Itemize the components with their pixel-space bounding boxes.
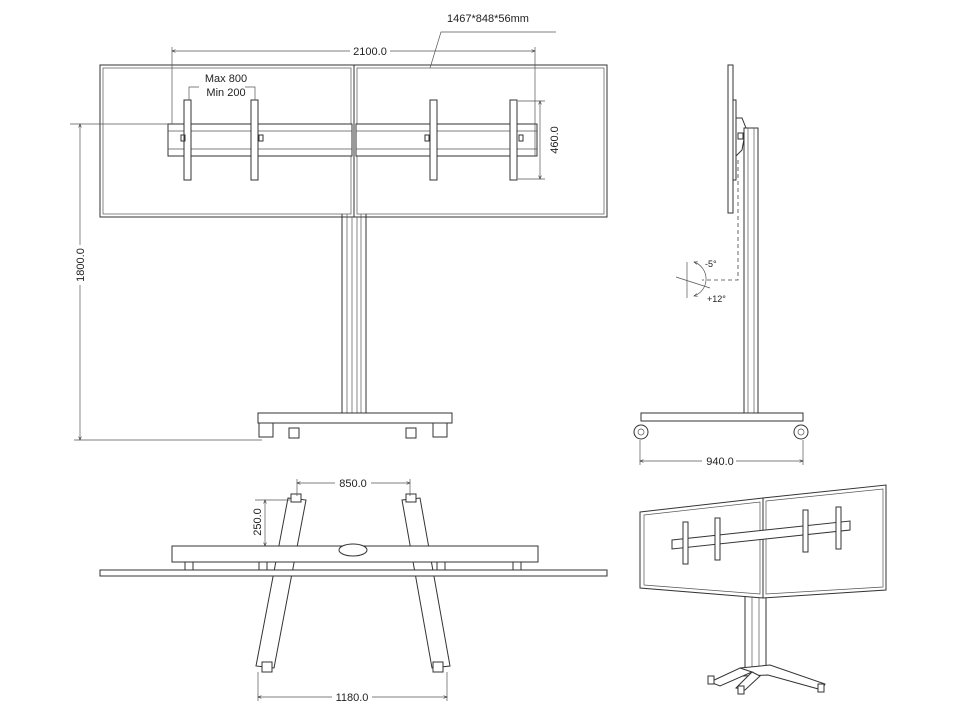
screen-top-edge xyxy=(99,569,608,577)
bracket-height-dimension: 460.0 xyxy=(549,126,561,154)
side-pole xyxy=(743,127,759,417)
iso-left-screen xyxy=(639,497,764,599)
isometric-view xyxy=(639,484,887,695)
side-view: -5° +12° 940.0 xyxy=(633,64,809,468)
screen-size-label: 1467*848*56mm xyxy=(447,13,529,25)
height-dimension: 1800.0 xyxy=(75,248,87,282)
vesa-min-label: Min 200 xyxy=(206,87,245,99)
leg-spacing-dimension: 850.0 xyxy=(339,478,367,490)
tilt-up-label: -5° xyxy=(705,259,717,269)
offset-dimension: 250.0 xyxy=(252,508,264,536)
pole-cap xyxy=(338,543,368,557)
top-view: 850.0 250.0 1180.0 xyxy=(99,476,608,704)
side-base xyxy=(640,412,804,422)
tilt-down-label: +12° xyxy=(707,294,726,304)
pole xyxy=(341,214,367,418)
iso-right-screen xyxy=(762,484,887,599)
vesa-brackets xyxy=(180,99,524,181)
depth-dimension: 940.0 xyxy=(706,456,734,468)
right-leg xyxy=(401,497,451,669)
mounting-rail xyxy=(167,123,538,157)
vesa-max-label: Max 800 xyxy=(205,73,247,85)
base xyxy=(257,412,453,439)
side-screen xyxy=(727,64,734,214)
base-width-dimension: 1180.0 xyxy=(336,692,369,704)
width-dimension: 2100.0 xyxy=(353,46,387,58)
front-view: 2100.0 1467*848*56mm Max 800 Min 200 460… xyxy=(70,13,608,440)
